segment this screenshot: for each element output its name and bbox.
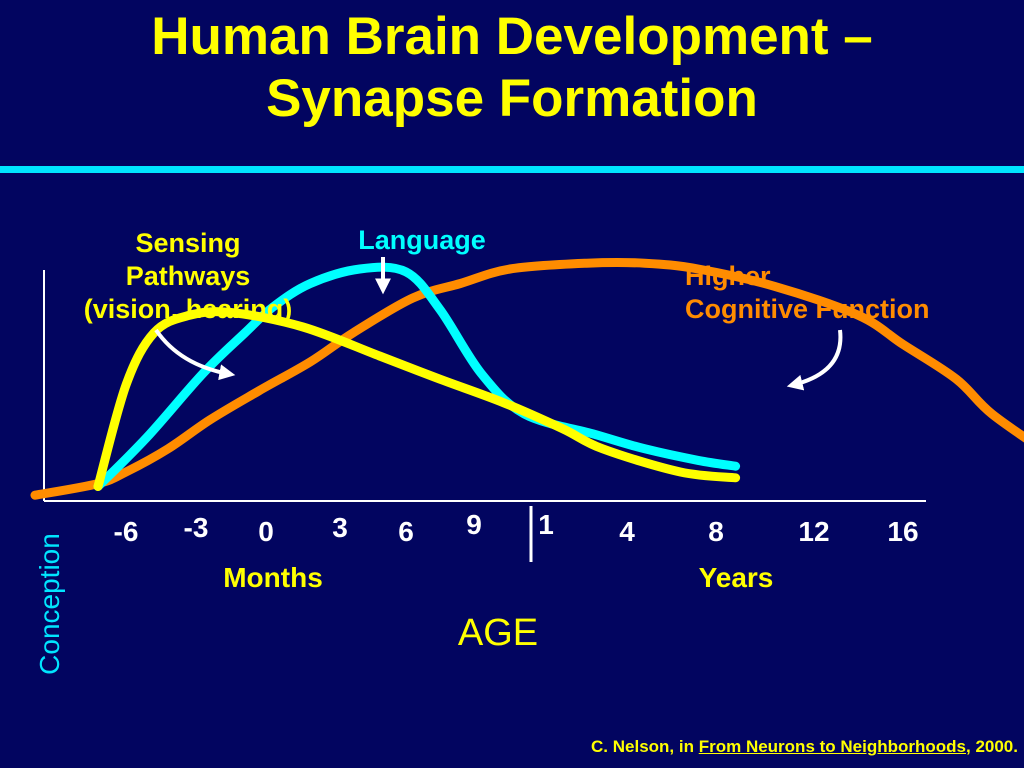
x-tick-label: -6: [114, 516, 139, 547]
title-line-2: Synapse Formation: [266, 69, 758, 128]
higher-pointer-arrow: [786, 329, 843, 391]
x-tick-label: 16: [887, 516, 918, 547]
x-tick-label: -3: [184, 512, 209, 543]
chart-series: [30, 257, 1024, 500]
years-label: Years: [699, 562, 774, 593]
series-label-language: Language: [358, 225, 486, 255]
citation-prefix: C. Nelson, in: [591, 737, 699, 756]
x-tick-label: 4: [619, 516, 635, 547]
sensing-pointer-arrow: [154, 328, 236, 381]
title-divider: [0, 166, 1024, 173]
x-tick-label: 0: [258, 516, 274, 547]
months-label: Months: [223, 562, 323, 593]
title-line-1: Human Brain Development –: [151, 7, 873, 66]
citation-suffix: , 2000.: [966, 737, 1018, 756]
x-tick-label: 3: [332, 512, 348, 543]
x-tick-label: 1: [538, 509, 554, 540]
series-line-higher: [30, 257, 1024, 500]
conception-label: Conception: [34, 533, 65, 675]
citation-book-link[interactable]: From Neurons to Neighborhoods: [698, 737, 966, 756]
x-tick-label: 6: [398, 516, 414, 547]
x-tick-label: 8: [708, 516, 724, 547]
x-tick-label: 9: [466, 509, 482, 540]
series-line-sensing: [93, 307, 741, 491]
slide-title: Human Brain Development – Synapse Format…: [0, 6, 1024, 130]
citation: C. Nelson, in From Neurons to Neighborho…: [591, 737, 1018, 757]
x-tick-label: 12: [798, 516, 829, 547]
series-line-language: [93, 262, 741, 491]
x-axis-title: AGE: [458, 612, 538, 654]
